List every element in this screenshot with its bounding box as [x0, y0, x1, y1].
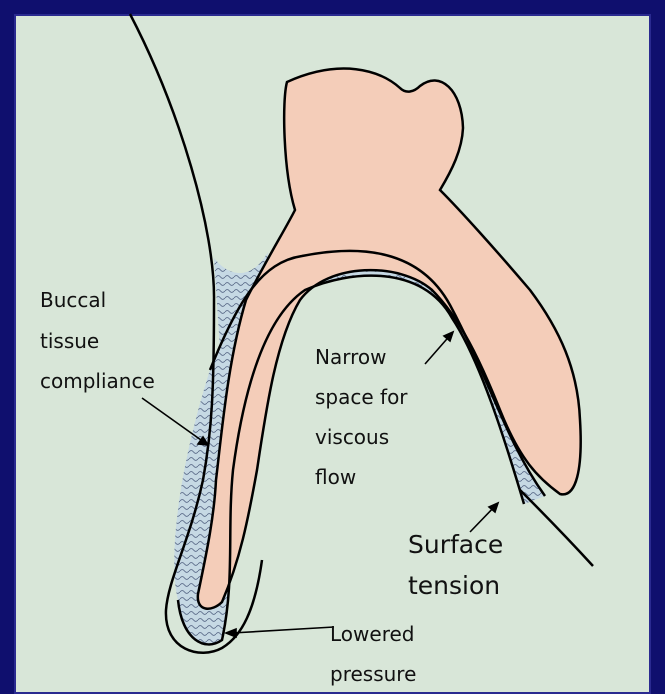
buccal-label-line3: compliance: [40, 369, 155, 393]
mucosa-line: [520, 490, 593, 566]
surface-label-line1: Surface: [408, 530, 503, 559]
narrow-label-line2: space for: [315, 385, 408, 409]
narrow-label-line4: flow: [315, 465, 356, 489]
lowered-label-line1: Lowered: [330, 622, 414, 646]
denture-flange: [198, 69, 581, 609]
buccal-label-line1: Buccal: [40, 288, 106, 312]
lowered-label-line2: pressure: [330, 662, 416, 686]
surface-label-line2: tension: [408, 571, 500, 600]
narrow-label-line1: Narrow: [315, 345, 386, 369]
narrow-label-line3: viscous: [315, 425, 389, 449]
buccal-label-line2: tissue: [40, 329, 99, 353]
